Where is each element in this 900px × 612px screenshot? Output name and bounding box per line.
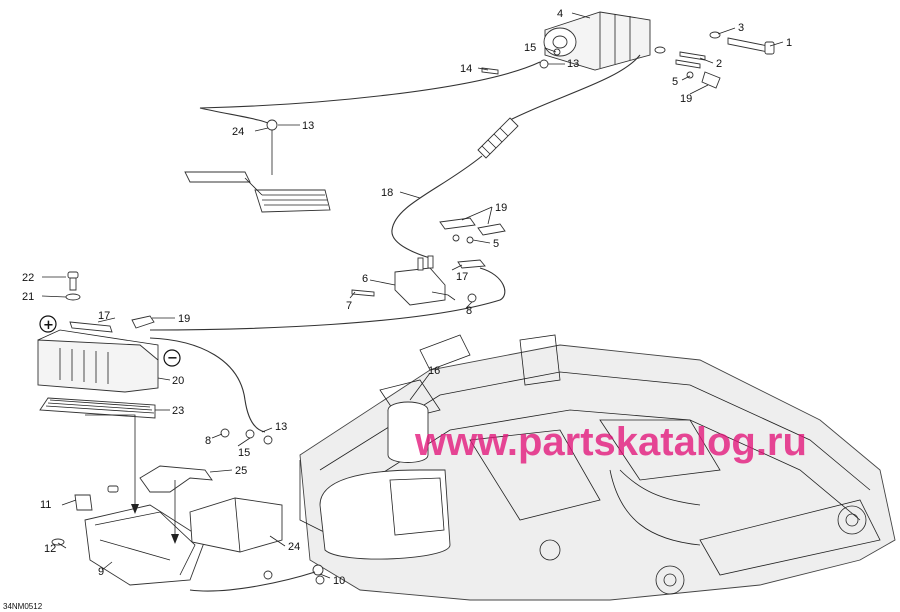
leader-lines <box>41 12 784 579</box>
callout-3: 3 <box>738 22 744 34</box>
callout-13-pedal: 13 <box>302 120 314 132</box>
terminal-bracket <box>439 217 506 269</box>
callout-21: 21 <box>22 291 34 303</box>
vehicle-frame <box>299 334 896 601</box>
relay <box>351 255 477 306</box>
callout-19-top: 19 <box>680 93 692 105</box>
callout-2: 2 <box>716 58 722 70</box>
callout-19-battery: 19 <box>178 313 190 325</box>
callout-1: 1 <box>786 37 792 49</box>
watermark: www.partskatalog.ru <box>414 420 807 464</box>
callout-24-lower: 24 <box>288 541 300 553</box>
callout-13-top: 13 <box>567 58 579 70</box>
callout-25: 25 <box>235 465 247 477</box>
hold-down-strap <box>139 465 213 493</box>
callout-17-mid: 17 <box>456 271 468 283</box>
battery <box>37 329 159 393</box>
callout-20: 20 <box>172 375 184 387</box>
callout-15-top: 15 <box>524 42 536 54</box>
starter-motor <box>543 11 651 71</box>
positive-terminal-icon: + <box>43 318 54 333</box>
callout-16: 16 <box>428 365 440 377</box>
callout-5-mid: 5 <box>493 238 499 250</box>
callout-10: 10 <box>333 575 345 587</box>
cable-18 <box>391 155 483 259</box>
callout-7: 7 <box>346 300 352 312</box>
battery-polarity: + − <box>39 315 181 367</box>
pedal-bracket <box>184 119 331 213</box>
callout-14: 14 <box>460 63 472 75</box>
ground-fasteners <box>189 428 325 592</box>
callout-22: 22 <box>22 272 34 284</box>
callout-8-lower: 8 <box>205 435 211 447</box>
callout-11: 11 <box>40 499 51 511</box>
bolt-long <box>727 37 775 55</box>
callout-8-relay: 8 <box>466 305 472 317</box>
negative-terminal-icon: − <box>167 351 178 366</box>
washers-and-bolts <box>654 31 721 89</box>
callout-15-lower: 15 <box>238 447 250 459</box>
main-cable <box>509 54 641 121</box>
assembly-arrows <box>85 414 179 544</box>
callout-4: 4 <box>557 8 563 20</box>
diagram-code: 34NM0512 <box>3 602 43 611</box>
callout-5-top: 5 <box>672 76 678 88</box>
starter-cable <box>199 61 541 127</box>
callout-19-mid: 19 <box>495 202 507 214</box>
battery-tray <box>51 485 206 586</box>
battery-cover <box>189 497 283 553</box>
positive-cable <box>149 267 506 331</box>
callout-24-pedal: 24 <box>232 126 244 138</box>
callout-labels: 4 3 1 2 15 13 14 5 19 13 24 18 19 5 17 6… <box>22 8 792 587</box>
battery-pad <box>39 397 156 419</box>
spring-conduit <box>477 117 519 159</box>
battery-terminal-cable <box>69 315 266 433</box>
battery-bolt <box>65 271 81 301</box>
callout-12: 12 <box>44 543 56 555</box>
coolant-tank <box>387 401 429 463</box>
callout-17-battery: 17 <box>98 310 110 322</box>
callout-23: 23 <box>172 405 184 417</box>
callout-9: 9 <box>98 566 104 578</box>
callout-18: 18 <box>381 187 393 199</box>
callout-6: 6 <box>362 273 368 285</box>
callout-13-lower: 13 <box>275 421 287 433</box>
battery-box-housing <box>319 469 451 560</box>
